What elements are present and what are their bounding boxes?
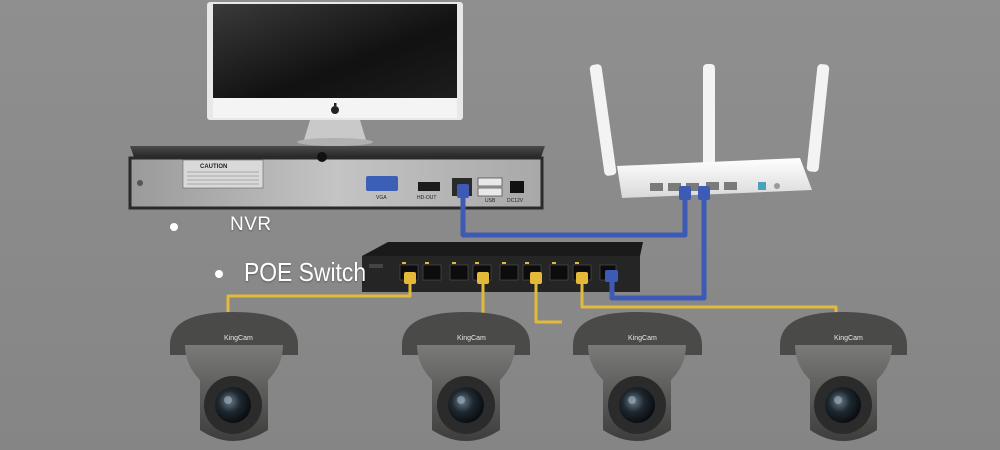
monitor-stand bbox=[304, 120, 366, 140]
dc-power-port[interactable] bbox=[510, 181, 524, 193]
dome-camera-3 bbox=[573, 312, 702, 441]
router-antenna-1 bbox=[589, 64, 616, 177]
rj45-connector-icon bbox=[698, 186, 710, 200]
camera-lens-icon bbox=[619, 387, 655, 423]
nvr-label: NVR bbox=[230, 214, 272, 236]
camera-lens-glare bbox=[224, 396, 232, 404]
camera-brand-label: KingCam bbox=[457, 335, 486, 342]
router-power-icon bbox=[774, 183, 780, 189]
usb-port-2[interactable] bbox=[478, 188, 502, 196]
dome-camera-2 bbox=[402, 312, 530, 441]
poe-switch bbox=[362, 242, 643, 292]
camera-brand-label: KingCam bbox=[628, 335, 657, 342]
hdout-port-label: HD-OUT bbox=[417, 195, 436, 201]
camera-brand-label: KingCam bbox=[224, 335, 253, 342]
rj45-connector-icon bbox=[457, 184, 469, 198]
nvr-bullet bbox=[170, 223, 178, 231]
monitor-base bbox=[297, 138, 373, 146]
camera-lens-icon bbox=[215, 387, 251, 423]
nvr-screw-icon bbox=[137, 180, 143, 186]
rj45-connector-icon bbox=[679, 186, 691, 200]
rj45-connector-icon bbox=[576, 272, 588, 284]
nvr-fan-icon bbox=[317, 152, 327, 162]
switch-power-label bbox=[369, 264, 383, 268]
switch-top bbox=[362, 242, 643, 256]
camera-lens-icon bbox=[448, 387, 484, 423]
camera-brand-label: KingCam bbox=[834, 335, 863, 342]
rj45-connector-icon bbox=[605, 270, 618, 282]
usb-port-1[interactable] bbox=[478, 178, 502, 186]
dome-camera-1 bbox=[170, 312, 298, 441]
nvr-caution-text: CAUTION bbox=[200, 164, 227, 170]
usb-port-label: USB bbox=[485, 198, 496, 204]
nvr-recorder: CAUTION VGA HD-OUT USB DC12V bbox=[130, 146, 545, 208]
vga-port[interactable] bbox=[366, 176, 398, 191]
rj45-connector-icon bbox=[530, 272, 542, 284]
wifi-router bbox=[589, 64, 829, 198]
dc-port-label: DC12V bbox=[507, 198, 524, 204]
router-antenna-2 bbox=[703, 64, 715, 168]
vga-port-label: VGA bbox=[376, 195, 387, 201]
camera-lens-icon bbox=[825, 387, 861, 423]
monitor-screen bbox=[213, 4, 457, 98]
hdout-port[interactable] bbox=[418, 182, 440, 191]
rj45-connector-icon bbox=[404, 272, 416, 284]
monitor bbox=[207, 2, 463, 146]
poe-switch-label: POE Switch bbox=[244, 257, 366, 288]
camera-lens-glare bbox=[834, 396, 842, 404]
poe-switch-bullet bbox=[215, 270, 223, 278]
camera-lens-glare bbox=[457, 396, 465, 404]
rj45-connector-icon bbox=[477, 272, 489, 284]
dome-camera-4 bbox=[780, 312, 907, 441]
camera-lens-glare bbox=[628, 396, 636, 404]
router-antenna-3 bbox=[806, 64, 829, 173]
router-wan-port[interactable] bbox=[758, 182, 766, 190]
router-body bbox=[617, 158, 812, 198]
